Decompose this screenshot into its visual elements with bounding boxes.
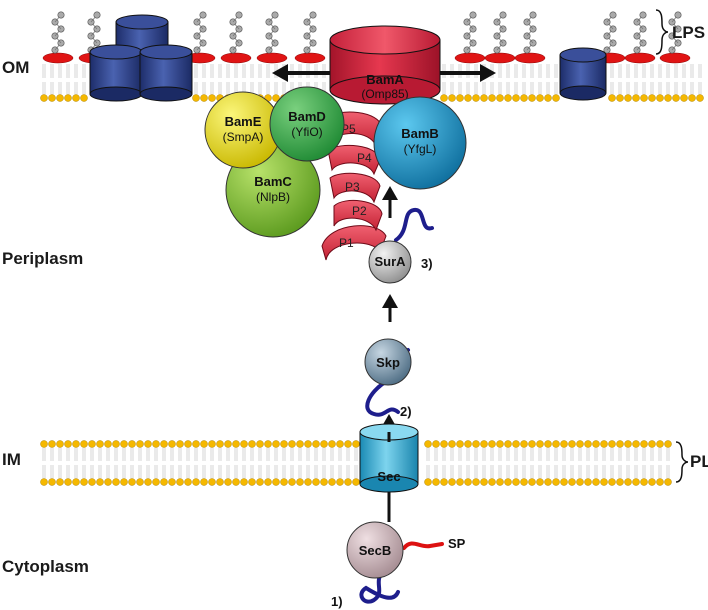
- step-1-label: 1): [331, 594, 343, 609]
- potra-p1: P1: [321, 225, 387, 261]
- secb-chaperone: SecB: [346, 521, 444, 604]
- bamc-alias: (NlpB): [256, 190, 290, 204]
- lps-layer: [42, 11, 691, 64]
- bame-name: BamE: [225, 114, 262, 129]
- potra-domains: P1 P2 P3 P4 P5: [321, 111, 387, 261]
- bamd-lipoprotein: BamD (YfiO): [269, 86, 345, 162]
- lateral-release-arrows: [272, 64, 496, 82]
- potra-p3: P3: [329, 172, 381, 204]
- im-label: IM: [2, 450, 21, 469]
- omp-barrel: [559, 47, 607, 101]
- potra-p4: P4: [327, 144, 381, 176]
- bama-alias: (Omp85): [361, 87, 408, 101]
- unfolded-omp-chain: [359, 568, 400, 604]
- signal-peptide-label: SP: [448, 536, 466, 551]
- bamb-name: BamB: [401, 126, 439, 141]
- potra-label: P2: [352, 204, 367, 218]
- bamb-alias: (YfgL): [404, 142, 437, 156]
- secb-label: SecB: [359, 543, 392, 558]
- bamd-alias: (YfiO): [291, 125, 322, 139]
- pl-label: PL: [690, 452, 708, 471]
- bamb-lipoprotein: BamB (YfgL): [373, 96, 467, 190]
- lps-bracket: LPS: [655, 9, 705, 55]
- transport-arrows: [382, 186, 398, 322]
- unfolded-omp-chain: [394, 208, 434, 242]
- potra-p2: P2: [333, 200, 383, 232]
- sura-label: SurA: [374, 254, 406, 269]
- bame-lipoprotein: BamE (SmpA): [204, 91, 282, 169]
- skp-label: Skp: [376, 355, 400, 370]
- skp-chaperone: Skp: [364, 338, 412, 417]
- bame-alias: (SmpA): [223, 130, 264, 144]
- omp-barrel-cluster: [89, 14, 193, 102]
- potra-label: P3: [345, 180, 360, 194]
- inner-membrane: [40, 440, 672, 486]
- omp-barrel: [139, 44, 193, 102]
- potra-label: P5: [341, 122, 356, 136]
- bamc-name: BamC: [254, 174, 292, 189]
- om-label: OM: [2, 58, 29, 77]
- bama-name: BamA: [366, 72, 404, 87]
- periplasm-label: Periplasm: [2, 249, 83, 268]
- potra-label: P4: [357, 151, 372, 165]
- sec-label: Sec: [377, 469, 400, 484]
- lps-label: LPS: [672, 23, 705, 42]
- omp-barrel: [89, 44, 143, 102]
- step-2-label: 2): [400, 404, 412, 419]
- pl-bracket: PL: [675, 441, 708, 483]
- potra-label: P1: [339, 236, 354, 250]
- bamd-name: BamD: [288, 109, 326, 124]
- step-3-label: 3): [421, 256, 433, 271]
- sura-chaperone: SurA: [368, 208, 434, 284]
- bama-barrel: BamA (Omp85): [329, 25, 441, 105]
- cytoplasm-label: Cytoplasm: [2, 557, 89, 576]
- sec-translocon: Sec: [359, 423, 419, 522]
- signal-peptide: [402, 541, 444, 550]
